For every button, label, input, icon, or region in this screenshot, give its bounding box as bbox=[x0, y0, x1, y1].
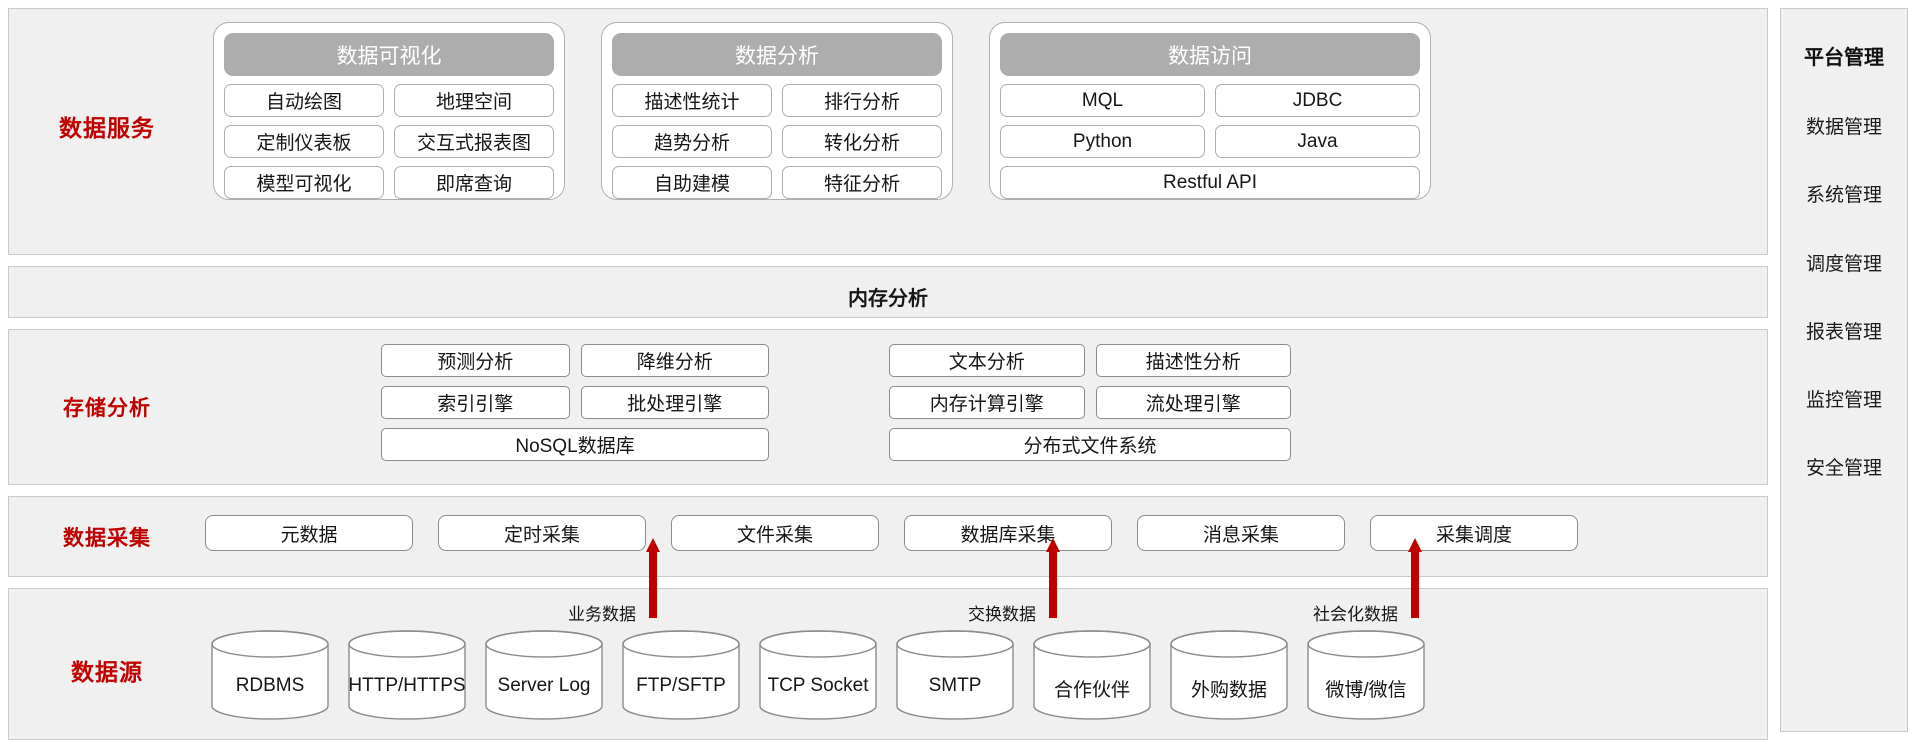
data-collection-items: 元数据 定时采集 文件采集 数据库采集 消息采集 采集调度 bbox=[205, 515, 1578, 551]
chip-file-collection[interactable]: 文件采集 bbox=[671, 515, 879, 551]
cylinder-partner[interactable]: 合作伙伴 bbox=[1027, 629, 1157, 721]
chip-geospatial[interactable]: 地理空间 bbox=[394, 84, 554, 117]
storage-right-cluster: 文本分析 描述性分析 内存计算引擎 流处理引擎 分布式文件系统 bbox=[889, 344, 1291, 461]
chip-text-analysis[interactable]: 文本分析 bbox=[889, 344, 1085, 377]
chip-in-memory-compute-engine[interactable]: 内存计算引擎 bbox=[889, 386, 1085, 419]
group-items-data-access: MQL JDBC Python Java Restful API bbox=[1000, 84, 1420, 199]
flow-label-exchange-data: 交换数据 bbox=[968, 605, 1036, 624]
chip-model-visualization[interactable]: 模型可视化 bbox=[224, 166, 384, 199]
chip-descriptive-analysis[interactable]: 描述性分析 bbox=[1095, 344, 1291, 377]
cylinder-server-log[interactable]: Server Log bbox=[479, 629, 609, 721]
cylinder-label: HTTP/HTTPS bbox=[348, 675, 466, 696]
sidebar-item-monitoring-management[interactable]: 监控管理 bbox=[1805, 390, 1882, 411]
group-title-data-analysis: 数据分析 bbox=[612, 33, 942, 76]
chip-interactive-report[interactable]: 交互式报表图 bbox=[394, 125, 554, 158]
cylinder-http-https[interactable]: HTTP/HTTPS bbox=[342, 629, 472, 721]
section-label-data-service: 数据服务 bbox=[59, 115, 155, 141]
section-data-service: 数据服务 数据可视化 自动绘图 地理空间 定制仪表板 交互式报表图 模型可视化 … bbox=[8, 8, 1768, 255]
cylinder-rdbms[interactable]: RDBMS bbox=[205, 629, 335, 721]
cylinder-label: FTP/SFTP bbox=[636, 675, 726, 696]
cylinder-label: SMTP bbox=[928, 675, 982, 696]
group-items-data-visualization: 自动绘图 地理空间 定制仪表板 交互式报表图 模型可视化 即席查询 bbox=[224, 84, 554, 199]
chip-restful-api[interactable]: Restful API bbox=[1000, 166, 1420, 199]
chip-trend-analysis[interactable]: 趋势分析 bbox=[612, 125, 772, 158]
section-data-source: 数据源 RDBMS HTTP/HTTPS Server Log FTP/SFTP bbox=[8, 588, 1768, 740]
chip-predictive-analysis[interactable]: 预测分析 bbox=[381, 344, 570, 377]
flow-label-business-data: 业务数据 bbox=[568, 605, 636, 624]
chip-python[interactable]: Python bbox=[1000, 125, 1205, 158]
sidebar-item-security-management[interactable]: 安全管理 bbox=[1805, 458, 1882, 479]
sidebar-item-scheduling-management[interactable]: 调度管理 bbox=[1805, 254, 1882, 275]
sidebar-item-system-management[interactable]: 系统管理 bbox=[1805, 185, 1882, 206]
chip-self-service-modeling[interactable]: 自助建模 bbox=[612, 166, 772, 199]
main-column: 数据服务 数据可视化 自动绘图 地理空间 定制仪表板 交互式报表图 模型可视化 … bbox=[8, 8, 1768, 740]
section-storage-analysis: 存储分析 预测分析 降维分析 索引引擎 批处理引擎 NoSQL数据库 文本分析 … bbox=[8, 329, 1768, 485]
cylinder-weibo-wechat[interactable]: 微博/微信 bbox=[1301, 629, 1431, 721]
chip-ad-hoc-query[interactable]: 即席查询 bbox=[394, 166, 554, 199]
chip-stream-engine[interactable]: 流处理引擎 bbox=[1095, 386, 1291, 419]
cylinder-tcp-socket[interactable]: TCP Socket bbox=[753, 629, 883, 721]
chip-nosql-database[interactable]: NoSQL数据库 bbox=[381, 428, 769, 461]
sidebar-item-report-management[interactable]: 报表管理 bbox=[1805, 322, 1882, 343]
chip-custom-dashboard[interactable]: 定制仪表板 bbox=[224, 125, 384, 158]
group-data-access: 数据访问 MQL JDBC Python Java Restful API bbox=[989, 22, 1431, 200]
group-title-data-access: 数据访问 bbox=[1000, 33, 1420, 76]
group-items-data-analysis: 描述性统计 排行分析 趋势分析 转化分析 自助建模 特征分析 bbox=[612, 84, 942, 199]
chip-metadata[interactable]: 元数据 bbox=[205, 515, 413, 551]
chip-dimension-reduction-analysis[interactable]: 降维分析 bbox=[580, 344, 769, 377]
group-data-visualization: 数据可视化 自动绘图 地理空间 定制仪表板 交互式报表图 模型可视化 即席查询 bbox=[213, 22, 565, 200]
flow-arrow-business-data bbox=[646, 538, 660, 618]
section-label-data-collection: 数据采集 bbox=[63, 527, 151, 550]
cylinder-label: 微博/微信 bbox=[1325, 680, 1407, 701]
chip-mql[interactable]: MQL bbox=[1000, 84, 1205, 117]
storage-left-grid: 预测分析 降维分析 索引引擎 批处理引擎 NoSQL数据库 bbox=[381, 344, 769, 461]
sidebar-item-data-management[interactable]: 数据管理 bbox=[1805, 117, 1882, 138]
chip-jdbc[interactable]: JDBC bbox=[1215, 84, 1420, 117]
chip-auto-plot[interactable]: 自动绘图 bbox=[224, 84, 384, 117]
cylinder-smtp[interactable]: SMTP bbox=[890, 629, 1020, 721]
section-label-storage-analysis: 存储分析 bbox=[63, 397, 151, 420]
chip-feature-analysis[interactable]: 特征分析 bbox=[782, 166, 942, 199]
storage-right-grid: 文本分析 描述性分析 内存计算引擎 流处理引擎 分布式文件系统 bbox=[889, 344, 1291, 461]
flow-label-social-data: 社会化数据 bbox=[1313, 605, 1398, 624]
cylinder-label: 合作伙伴 bbox=[1053, 680, 1130, 701]
chip-batch-engine[interactable]: 批处理引擎 bbox=[580, 386, 769, 419]
platform-management-sidebar: 平台管理 数据管理 系统管理 调度管理 报表管理 监控管理 安全管理 bbox=[1780, 8, 1908, 732]
section-data-collection: 数据采集 元数据 定时采集 文件采集 数据库采集 消息采集 采集调度 bbox=[8, 496, 1768, 577]
group-title-data-visualization: 数据可视化 bbox=[224, 33, 554, 76]
flow-arrow-exchange-data bbox=[1046, 538, 1060, 618]
cylinder-purchased-data[interactable]: 外购数据 bbox=[1164, 629, 1294, 721]
section-label-data-source: 数据源 bbox=[71, 659, 143, 685]
cylinder-label: 外购数据 bbox=[1190, 680, 1267, 701]
cylinder-label: RDBMS bbox=[235, 675, 305, 696]
cylinder-label: Server Log bbox=[497, 675, 591, 696]
sidebar-title: 平台管理 bbox=[1804, 47, 1884, 69]
storage-left-cluster: 预测分析 降维分析 索引引擎 批处理引擎 NoSQL数据库 bbox=[381, 344, 769, 461]
section-memory-analysis: 内存分析 bbox=[8, 266, 1768, 318]
group-data-analysis: 数据分析 描述性统计 排行分析 趋势分析 转化分析 自助建模 特征分析 bbox=[601, 22, 953, 200]
chip-java[interactable]: Java bbox=[1215, 125, 1420, 158]
data-source-items: RDBMS HTTP/HTTPS Server Log FTP/SFTP TCP… bbox=[205, 629, 1431, 721]
chip-descriptive-statistics[interactable]: 描述性统计 bbox=[612, 84, 772, 117]
chip-ranking-analysis[interactable]: 排行分析 bbox=[782, 84, 942, 117]
flow-arrow-social-data bbox=[1408, 538, 1422, 618]
cylinder-label: TCP Socket bbox=[767, 675, 869, 696]
chip-conversion-analysis[interactable]: 转化分析 bbox=[782, 125, 942, 158]
chip-message-collection[interactable]: 消息采集 bbox=[1137, 515, 1345, 551]
cylinder-ftp-sftp[interactable]: FTP/SFTP bbox=[616, 629, 746, 721]
chip-collection-scheduling[interactable]: 采集调度 bbox=[1370, 515, 1578, 551]
chip-database-collection[interactable]: 数据库采集 bbox=[904, 515, 1112, 551]
section-title-memory-analysis: 内存分析 bbox=[848, 288, 928, 310]
chip-index-engine[interactable]: 索引引擎 bbox=[381, 386, 570, 419]
chip-scheduled-collection[interactable]: 定时采集 bbox=[438, 515, 646, 551]
chip-distributed-file-system[interactable]: 分布式文件系统 bbox=[889, 428, 1291, 461]
